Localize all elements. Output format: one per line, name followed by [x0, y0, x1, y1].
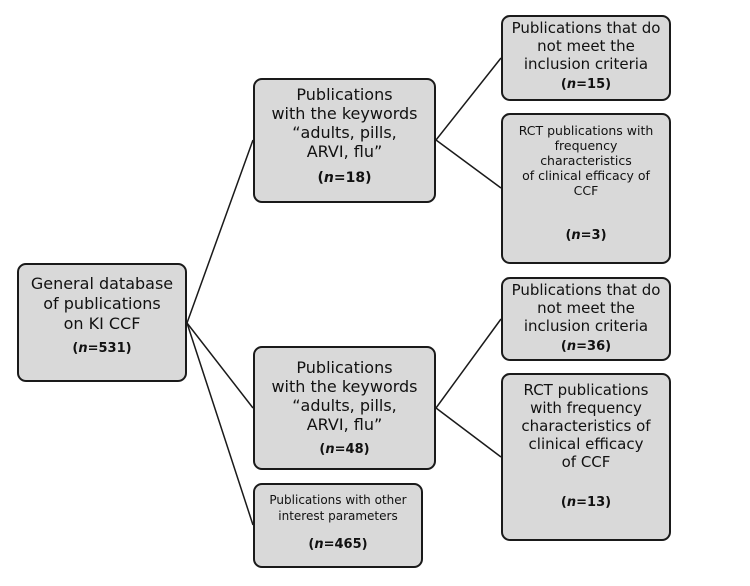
node-excluded-2-label: Publications that do not meet the inclus…: [511, 281, 661, 335]
connector-keywords-1-to-excluded-1: [435, 57, 502, 141]
node-keywords-1-count: (n=18): [317, 170, 372, 186]
node-general-database-count: (n=531): [72, 341, 132, 356]
node-keywords-1-label: Publications with the keywords “adults, …: [271, 85, 418, 161]
node-general-database: General database of publications on KI C…: [17, 263, 187, 382]
connector-keywords-2-to-rct-2: [435, 407, 502, 458]
node-excluded-1-count: (n=15): [560, 77, 612, 92]
connector-keywords-2-to-excluded-2: [435, 318, 502, 409]
connector-root-to-keywords-1: [186, 139, 254, 324]
node-other-parameters-count: (n=465): [308, 537, 368, 552]
node-rct-1: RCT publications with frequency characte…: [501, 113, 671, 264]
node-excluded-2: Publications that do not meet the inclus…: [501, 277, 671, 361]
connector-root-to-keywords-2: [186, 322, 254, 409]
node-rct-1-count: (n=3): [565, 228, 607, 243]
node-other-parameters-label: Publications with other interest paramet…: [269, 493, 407, 523]
node-keywords-2-label: Publications with the keywords “adults, …: [271, 358, 418, 434]
connector-keywords-1-to-rct-1: [435, 139, 502, 189]
node-rct-2-count: (n=13): [560, 495, 612, 510]
connector-root-to-other: [186, 322, 254, 526]
node-excluded-1: Publications that do not meet the inclus…: [501, 15, 671, 101]
node-keywords-2: Publications with the keywords “adults, …: [253, 346, 436, 470]
node-rct-2-label: RCT publications with frequency characte…: [521, 381, 651, 471]
node-keywords-2-count: (n=48): [319, 442, 370, 457]
node-rct-2: RCT publications with frequency characte…: [501, 373, 671, 541]
node-excluded-2-count: (n=36): [560, 339, 612, 354]
node-keywords-1: Publications with the keywords “adults, …: [253, 78, 436, 203]
node-rct-1-label: RCT publications with frequency characte…: [518, 123, 654, 198]
node-general-database-label: General database of publications on KI C…: [30, 274, 174, 333]
node-other-parameters: Publications with other interest paramet…: [253, 483, 423, 568]
node-excluded-1-label: Publications that do not meet the inclus…: [511, 19, 661, 73]
